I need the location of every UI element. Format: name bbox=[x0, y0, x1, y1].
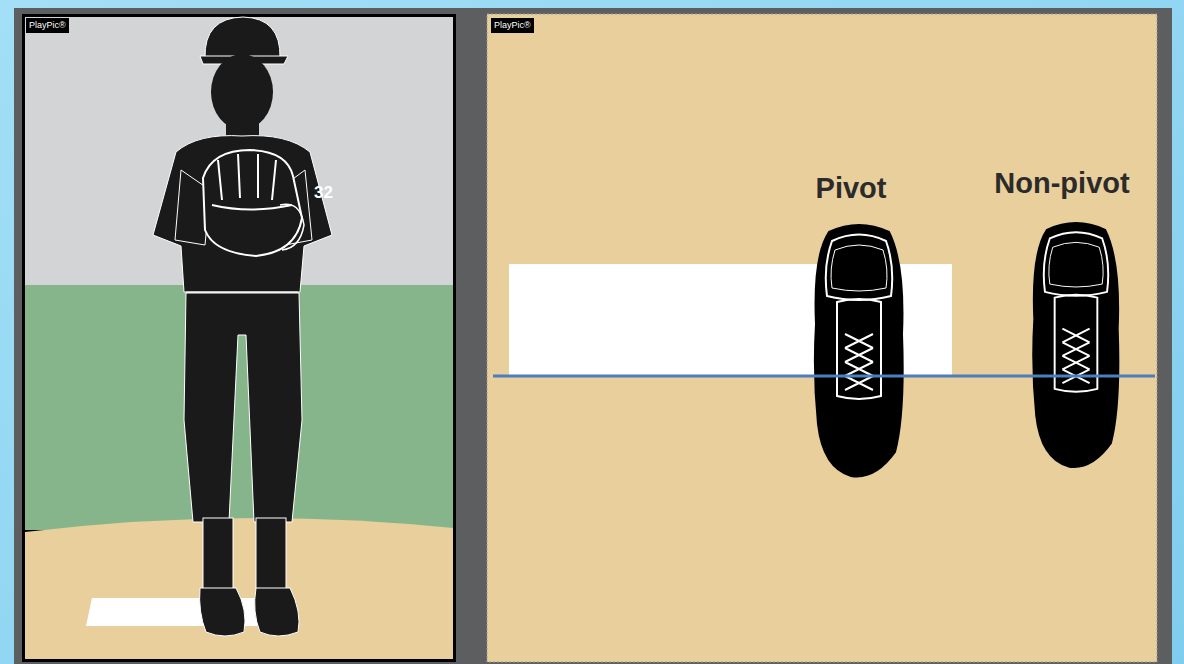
jersey-number: 32 bbox=[314, 183, 333, 203]
foot-label: Pivot bbox=[816, 172, 887, 205]
watermark: PlayPic® bbox=[491, 18, 534, 33]
outfield bbox=[25, 285, 453, 530]
dirt-background bbox=[487, 14, 1157, 662]
pitcher-panel bbox=[22, 14, 456, 662]
foot-label: Non-pivot bbox=[994, 167, 1129, 200]
panel-border bbox=[22, 14, 456, 662]
frame bbox=[14, 8, 1172, 664]
sky bbox=[25, 17, 453, 287]
watermark: PlayPic® bbox=[26, 18, 69, 33]
feet-panel bbox=[487, 14, 1157, 662]
non-pivot-shoe bbox=[1033, 223, 1118, 467]
pitcher-silhouette bbox=[153, 17, 332, 636]
plate-front-edge-line bbox=[493, 375, 1155, 378]
mound bbox=[25, 518, 453, 659]
pivot-shoe bbox=[815, 225, 903, 477]
